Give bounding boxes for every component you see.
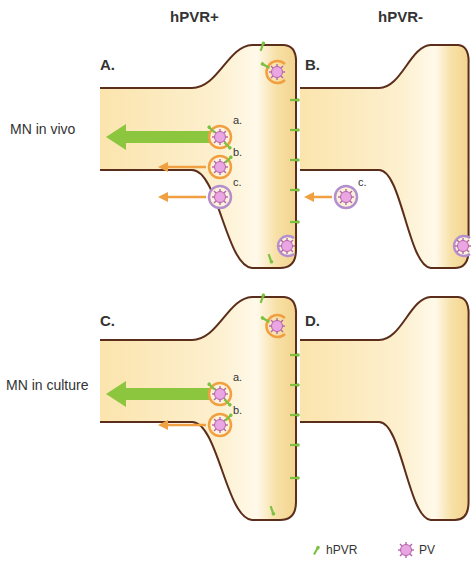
nerve-terminal: B. [300,40,472,272]
transport-vesicle-c [158,186,231,208]
panel-letter: D. [305,312,320,329]
panel-letter: C. [100,312,115,329]
terminal-membrane [100,45,296,268]
vesicle-letter: c. [358,176,367,188]
terminal-fill [300,297,469,520]
nerve-terminal: C. [100,292,300,524]
legend-text: hPVR [326,543,357,557]
vesicle-letter: b. [233,146,242,158]
vesicle-letter: a. [233,114,242,126]
vesicle-letter: c. [233,176,242,188]
transport-vesicle-c-b [304,186,357,208]
terminal-membrane [100,297,296,520]
panel-letter: A. [100,56,115,73]
membrane-invagination-a [278,236,295,256]
terminal-membrane [300,297,469,520]
nerve-terminal: D. [300,292,472,524]
terminal-outline [100,40,300,272]
legend-receptor-sample [312,545,320,555]
terminal-fill [100,45,296,268]
vesicle-letter: b. [233,404,242,416]
terminal-membrane [300,45,469,268]
nerve-terminal: A. [100,40,300,272]
terminal-fill [300,45,469,268]
vesicle-letter: a. [233,371,242,383]
legend-virus-sample [398,542,414,558]
column-header: hPVR- [378,8,423,25]
terminal-outline [300,292,472,524]
membrane-invagination-b [454,236,471,256]
terminal-outline [100,292,300,524]
column-header: hPVR+ [170,8,219,25]
terminal-outline [300,40,472,272]
legend-text: PV [419,543,435,557]
row-label: MN in culture [6,377,88,393]
row-label: MN in vivo [10,121,75,137]
terminal-fill [100,297,296,520]
panel-letter: B. [305,56,320,73]
